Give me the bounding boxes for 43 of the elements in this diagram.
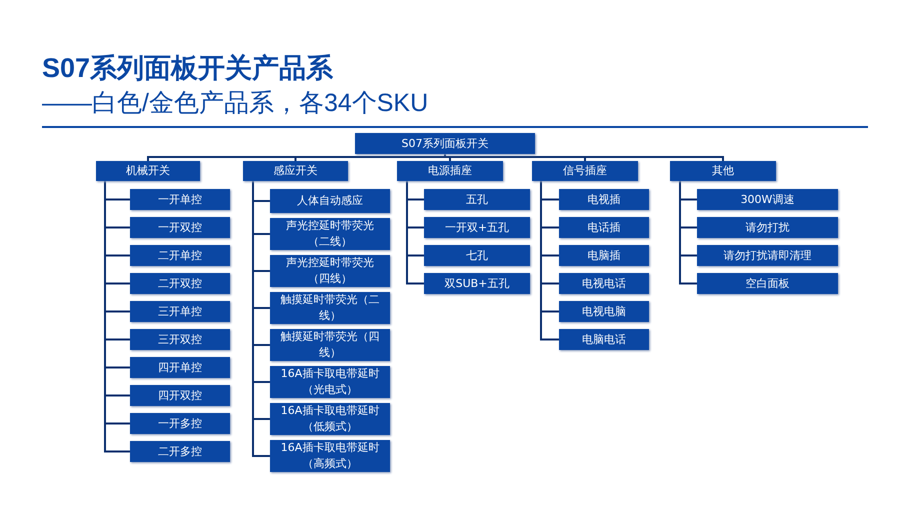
product-box: 电视电脑	[559, 301, 649, 322]
category-box: 机械开关	[96, 161, 200, 181]
product-box: 三开单控	[130, 301, 230, 322]
product-box: 七孔	[424, 245, 530, 266]
title: S07系列面板开关产品系	[42, 52, 334, 85]
product-box: 一开双+五孔	[424, 217, 530, 238]
product-box: 电话插	[559, 217, 649, 238]
product-box: 二开单控	[130, 245, 230, 266]
product-box: 16A插卡取电带延时（高频式）	[270, 440, 390, 472]
product-box: 四开单控	[130, 357, 230, 378]
product-box: 电脑电话	[559, 329, 649, 350]
connector-line	[444, 154, 724, 161]
product-box: 三开双控	[130, 329, 230, 350]
product-box: 二开多控	[130, 441, 230, 462]
product-box: 电脑插	[559, 245, 649, 266]
product-box: 声光控延时带荧光（二线）	[270, 218, 390, 250]
category-box: 其他	[670, 161, 776, 181]
category-box: 感应开关	[243, 161, 348, 181]
product-box: 300W调速	[697, 189, 838, 210]
connector-line	[540, 181, 559, 340]
product-box: 一开双控	[130, 217, 230, 238]
connector-line	[294, 154, 446, 161]
product-box: 16A插卡取电带延时（低频式）	[270, 403, 390, 435]
product-box: 触摸延时带荧光（二线）	[270, 292, 390, 324]
product-box: 二开双控	[130, 273, 230, 294]
product-box: 声光控延时带荧光（四线）	[270, 255, 390, 287]
root-box: S07系列面板开关	[355, 133, 535, 154]
category-box: 信号插座	[532, 161, 638, 181]
category-box: 电源插座	[397, 161, 503, 181]
product-box: 一开单控	[130, 189, 230, 210]
product-box: 空白面板	[697, 273, 838, 294]
product-box: 五孔	[424, 189, 530, 210]
product-box: 请勿打扰	[697, 217, 838, 238]
product-box: 电视插	[559, 189, 649, 210]
product-box: 双SUB+五孔	[424, 273, 530, 294]
product-box: 四开双控	[130, 385, 230, 406]
product-box: 16A插卡取电带延时（光电式）	[270, 366, 390, 398]
product-box: 电视电话	[559, 273, 649, 294]
subtitle: ——白色/金色产品系，各34个SKU	[42, 88, 428, 119]
product-box: 请勿打扰请即清理	[697, 245, 838, 266]
product-box: 一开多控	[130, 413, 230, 434]
product-box: 触摸延时带荧光（四线）	[270, 329, 390, 361]
product-box: 人体自动感应	[270, 189, 390, 213]
